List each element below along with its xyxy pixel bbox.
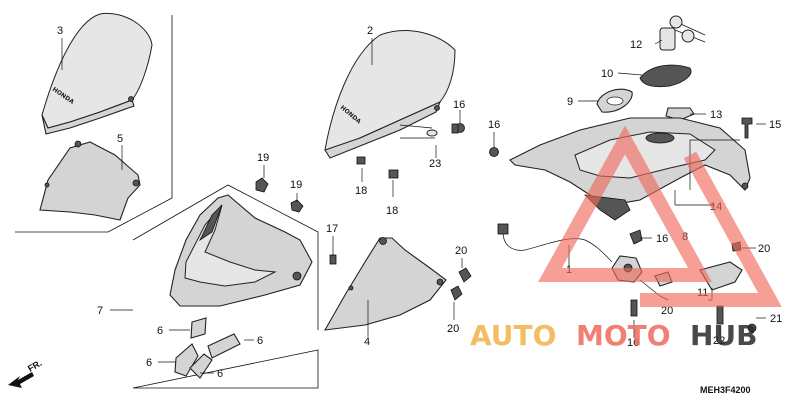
callout-12: 12 — [630, 39, 642, 51]
key-cylinder-part-12 — [659, 15, 706, 51]
callout-5: 5 — [117, 133, 123, 145]
windscreen-part-2: HONDA — [324, 30, 456, 159]
callout-16d: 16 — [627, 337, 639, 349]
callout-23: 23 — [429, 158, 441, 170]
front-cowl-part-7 — [169, 194, 313, 307]
bolt-part-16-lower — [630, 299, 638, 317]
watermark-word-auto: AUTO — [470, 319, 556, 352]
callout-21: 21 — [770, 313, 782, 325]
bracket-part-13 — [665, 107, 695, 121]
inset-frame — [15, 15, 173, 233]
clip-part-19a — [255, 177, 269, 193]
clip-part-20a — [458, 267, 472, 283]
callout-6d: 6 — [217, 368, 223, 380]
callout-18b: 18 — [386, 205, 398, 217]
front-direction-arrow: FR. — [8, 358, 44, 388]
bolt-part-16-upper — [451, 123, 465, 134]
callout-7: 7 — [97, 305, 103, 317]
callout-22: 22 — [713, 335, 725, 347]
callout-6a: 6 — [157, 325, 163, 337]
callout-13: 13 — [710, 109, 722, 121]
callout-17: 17 — [326, 223, 338, 235]
callout-19a: 19 — [257, 152, 269, 164]
watermark-word-moto: MOTO — [576, 319, 671, 352]
ring-part-9 — [596, 88, 633, 113]
bolt-part-16-mid — [629, 229, 643, 245]
watermark-word-hub: HUB — [690, 319, 758, 352]
cowl-inset-frame — [132, 184, 319, 389]
clip-part-20b — [450, 285, 463, 301]
callout-20d: 20 — [661, 305, 673, 317]
callouts: 3 5 2 16 23 18 18 19 19 7 6 6 6 6 17 4 2… — [57, 25, 782, 380]
callout-2: 2 — [367, 25, 373, 37]
callout-20a: 20 — [455, 245, 467, 257]
fuel-lid-part-10 — [639, 64, 692, 88]
callout-18a: 18 — [355, 185, 367, 197]
callout-16c: 16 — [656, 233, 668, 245]
bracket-part-11 — [699, 261, 743, 291]
callout-19b: 19 — [290, 179, 302, 191]
callout-3: 3 — [57, 25, 63, 37]
callout-6b: 6 — [257, 335, 263, 347]
inner-panel-part-5 — [39, 140, 141, 221]
callout-10: 10 — [601, 68, 613, 80]
drawing-code: MEH3F4200 — [700, 385, 751, 395]
callout-9: 9 — [567, 96, 573, 108]
callout-16b: 16 — [488, 119, 500, 131]
callout-15: 15 — [769, 119, 781, 131]
windscreen-inset-part-3: HONDA — [41, 12, 153, 135]
washer-part-23 — [426, 129, 438, 137]
direction-label: FR. — [26, 358, 44, 374]
screw-part-17 — [329, 254, 337, 265]
callout-16a: 16 — [453, 99, 465, 111]
screw-part-18b — [388, 169, 399, 179]
trim-part-6b — [207, 333, 241, 359]
clip-part-19b — [290, 199, 304, 213]
callout-20b: 20 — [447, 323, 459, 335]
watermark: AUTO MOTO HUB — [470, 125, 782, 352]
bolt-part-16-left — [489, 147, 499, 157]
bolt-part-15 — [741, 117, 753, 139]
trim-part-6a — [190, 317, 207, 339]
trim-part-6d — [189, 353, 213, 379]
side-cover-part-4 — [323, 237, 447, 331]
callout-4: 4 — [364, 336, 370, 348]
screw-part-18a — [356, 156, 366, 165]
callout-6c: 6 — [146, 357, 152, 369]
callout-20c: 20 — [758, 243, 770, 255]
washer-part-21 — [747, 323, 757, 333]
